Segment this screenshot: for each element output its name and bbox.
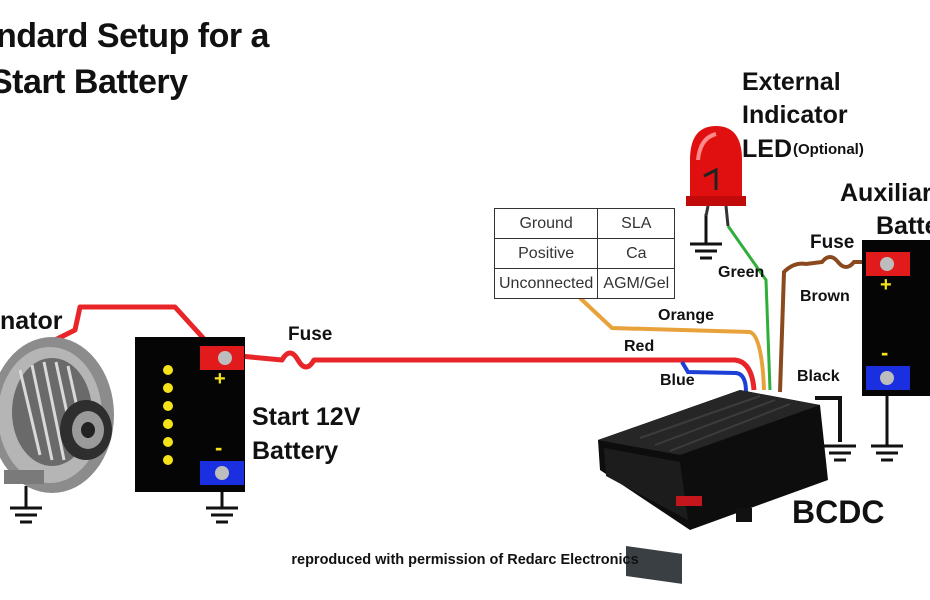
alternator-image — [0, 337, 114, 493]
credit-text: reproduced with permission of Redarc Ele… — [291, 552, 639, 568]
aux-battery-plus-sign: + — [880, 274, 892, 296]
title-line-2: Start Battery — [0, 63, 188, 101]
aux-battery — [862, 240, 930, 396]
blue-wire-label: Blue — [660, 372, 695, 389]
orange-wire — [578, 296, 766, 391]
table-cell: AGM/Gel — [597, 268, 676, 299]
brown-wire-label: Brown — [800, 288, 850, 305]
bcdc-unit — [598, 390, 828, 584]
alternator-label: nator — [0, 307, 63, 335]
green-wire — [726, 225, 772, 391]
black-wire — [815, 396, 842, 442]
fuse-right-label: Fuse — [810, 232, 855, 253]
aux-battery-minus-sign: - — [881, 340, 889, 365]
led-indicator — [686, 126, 746, 227]
aux-battery-label-1: Auxiliar — [840, 179, 930, 207]
external-led-label-1: External — [742, 68, 841, 96]
table-cell: SLA — [597, 208, 676, 239]
table-cell: Unconnected — [493, 268, 599, 299]
table-row: Ground SLA — [493, 208, 676, 239]
optional-label: (Optional) — [793, 141, 864, 158]
blue-wire — [680, 360, 748, 393]
aux-battery-label-2: Batte — [876, 212, 930, 240]
start-battery-label-2: Battery — [252, 437, 339, 465]
red-wire-main — [239, 350, 757, 391]
title-line-1: ndard Setup for a — [0, 17, 269, 55]
brown-wire — [778, 255, 872, 393]
red-wire-label: Red — [624, 338, 655, 355]
table-cell: Ground — [493, 208, 599, 239]
start-battery — [135, 337, 245, 492]
ground-symbol-led — [690, 214, 722, 260]
battery-type-table: Ground SLA Positive Ca Unconnected AGM/G… — [493, 208, 676, 299]
table-row: Unconnected AGM/Gel — [493, 268, 676, 299]
ground-symbol-bcdc — [824, 444, 856, 462]
bcdc-label: BCDC — [792, 494, 885, 530]
orange-wire-label: Orange — [658, 307, 715, 324]
green-wire-label: Green — [718, 264, 765, 281]
table-cell: Positive — [493, 238, 599, 269]
ground-symbol-aux-battery — [871, 386, 903, 462]
black-wire-label: Black — [797, 368, 840, 385]
table-row: Positive Ca — [493, 238, 676, 269]
table-cell: Ca — [597, 238, 676, 269]
fuse-left-label: Fuse — [288, 324, 333, 345]
external-led-label-2: Indicator — [742, 101, 848, 129]
start-battery-minus-sign: - — [215, 435, 223, 460]
start-battery-plus-sign: + — [214, 368, 226, 390]
start-battery-label-1: Start 12V — [252, 403, 361, 431]
ground-symbol-alternator — [10, 486, 42, 524]
external-led-label-3: LED — [742, 135, 792, 163]
